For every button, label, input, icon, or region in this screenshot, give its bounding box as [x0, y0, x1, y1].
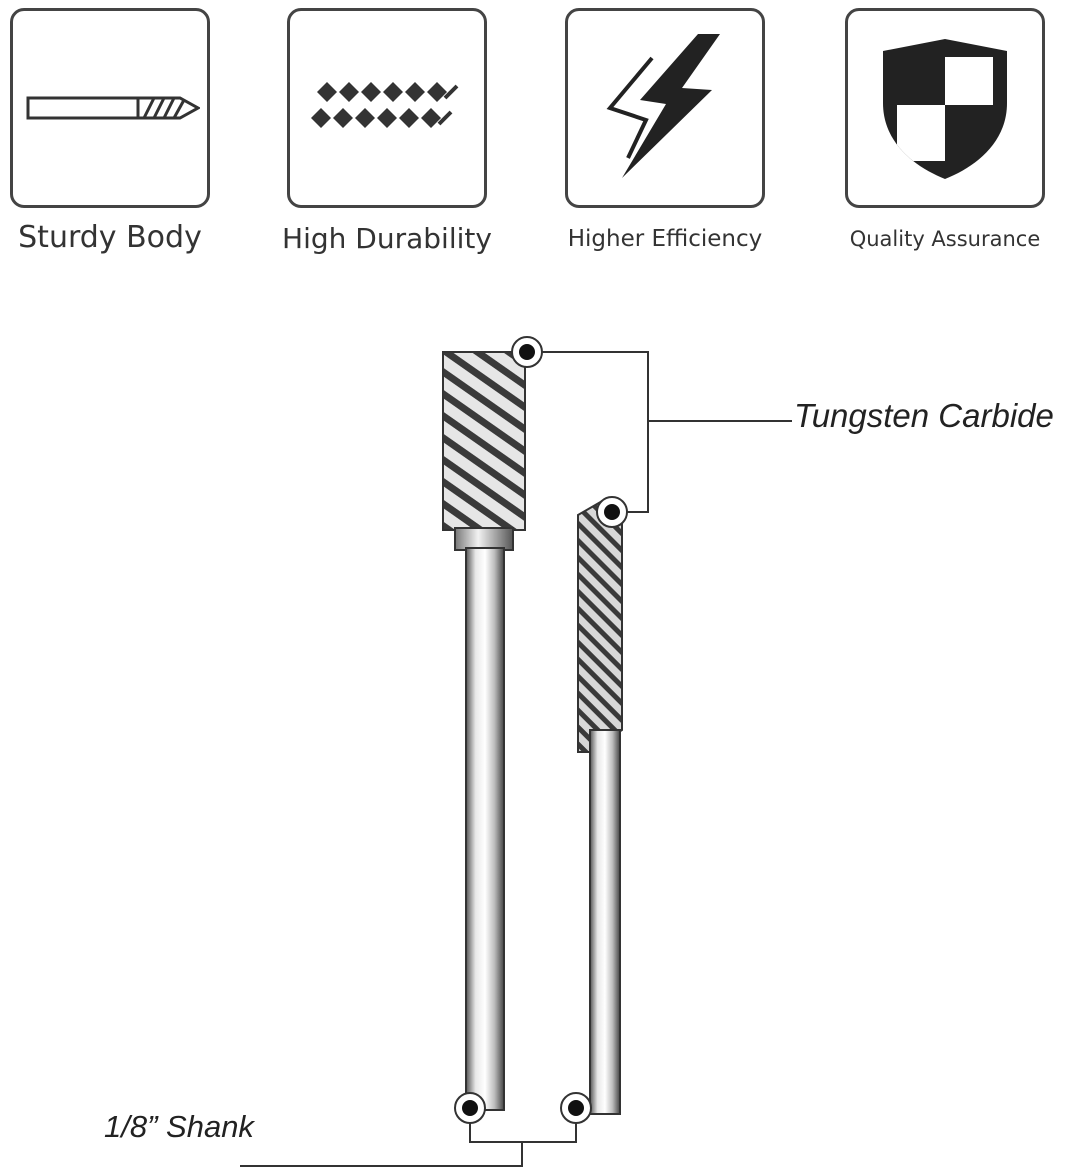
callout-marker	[511, 336, 543, 368]
feature-high-durability: High Durability	[282, 8, 492, 255]
callout-marker	[596, 496, 628, 528]
callout-marker	[454, 1092, 486, 1124]
feature-tile	[845, 8, 1045, 208]
shank-label: 1/8” Shank	[104, 1109, 254, 1144]
burr-shank	[589, 729, 621, 1115]
callout-marker	[560, 1092, 592, 1124]
burr-shank	[465, 547, 505, 1111]
feature-label: High Durability	[282, 222, 492, 255]
feature-tile	[565, 8, 765, 208]
feature-label: Higher Efficiency	[567, 226, 763, 252]
shield-icon	[883, 39, 1007, 179]
feature-sturdy-body: Sturdy Body	[5, 8, 215, 255]
feature-label: Quality Assurance	[849, 227, 1041, 251]
burr-neck	[454, 527, 514, 551]
feature-quality-assurance: Quality Assurance	[840, 8, 1050, 251]
tungsten-callout-lines	[527, 351, 792, 513]
burr-head	[442, 351, 526, 531]
tungsten-carbide-label: Tungsten Carbide	[794, 397, 1054, 434]
burr-head	[577, 498, 623, 753]
zigzag-texture-icon	[311, 82, 459, 128]
feature-label: Sturdy Body	[18, 220, 202, 255]
burr-slim	[577, 498, 623, 1115]
feature-higher-efficiency: Higher Efficiency	[560, 8, 770, 252]
lightning-bolt-icon	[606, 34, 720, 178]
shank-callout-lines	[240, 1108, 577, 1167]
feature-tile	[10, 8, 210, 208]
feature-tile	[287, 8, 487, 208]
burr-cylindrical	[442, 351, 526, 1111]
drill-bit-icon	[26, 96, 200, 120]
